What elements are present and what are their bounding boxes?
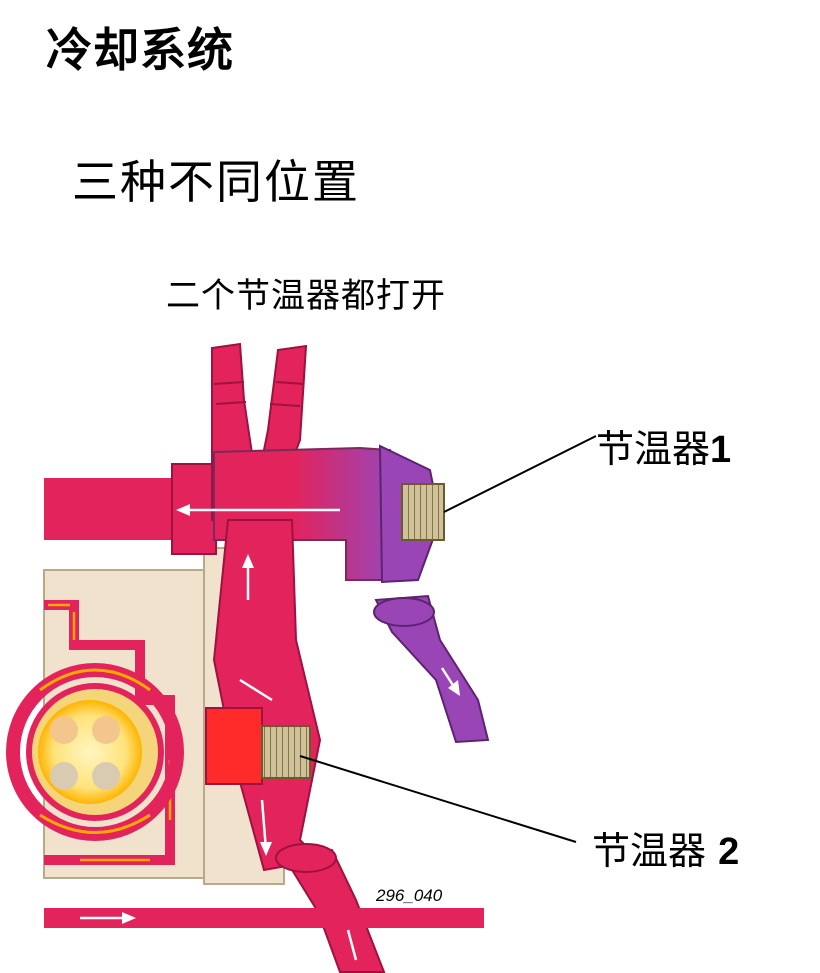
hose-clamp [275, 843, 337, 873]
flow-arrow-head [122, 912, 136, 924]
thermostat-2-housing [205, 707, 263, 785]
figure-number: 296_040 [376, 886, 443, 905]
diagram-caption: 二个节温器都打开 [166, 276, 446, 316]
hose-rib [269, 403, 301, 407]
thermostat-2-thread [261, 725, 311, 779]
thermostat-1-label: 节温器1 [596, 427, 732, 471]
return-pipe-bottom [44, 908, 484, 928]
pump-hole [50, 762, 78, 790]
flow-arrow [346, 929, 358, 961]
pump-hole [50, 716, 78, 744]
flow-arrow-head [448, 680, 460, 696]
hose-rib [213, 381, 245, 385]
jacket-channel [44, 600, 175, 865]
thermostat-2-label: 节温器 2 [592, 829, 740, 873]
thermostat-1-thread [401, 483, 445, 541]
flow-arrow-head [260, 842, 272, 856]
hose-rib [275, 381, 305, 385]
hose-rib [215, 401, 247, 405]
flow-arrow-head [242, 554, 254, 568]
page-title: 冷却系统 [46, 23, 234, 77]
pump-hole [92, 762, 120, 790]
callout-line-2 [299, 755, 577, 843]
pump-arrows [39, 668, 151, 834]
flow-arrow [260, 799, 268, 851]
pump-hole [92, 716, 120, 744]
jacket-arrows [48, 603, 172, 862]
flow-arrow-head [176, 504, 190, 516]
pump-core [38, 700, 142, 804]
flow-arrow [239, 678, 273, 702]
page-subtitle: 三种不同位置 [72, 155, 360, 209]
callout-line-1 [443, 435, 597, 513]
hose-clamp [373, 597, 435, 627]
